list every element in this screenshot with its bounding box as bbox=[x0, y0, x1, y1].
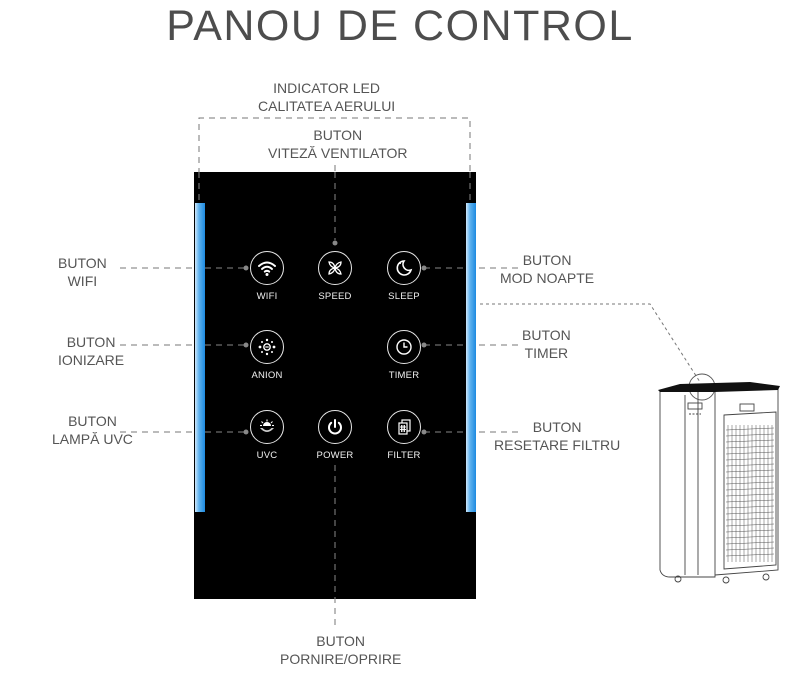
callout-text: VITEZĂ VENTILATOR bbox=[268, 145, 408, 161]
callout-anion: BUTON IONIZARE bbox=[58, 333, 124, 369]
callout-wifi: BUTON WIFI bbox=[58, 254, 107, 290]
wifi-button[interactable]: WIFI bbox=[237, 251, 297, 302]
callout-power: BUTON PORNIRE/OPRIRE bbox=[280, 632, 401, 668]
button-label: WIFI bbox=[256, 291, 278, 302]
page-title: PANOU DE CONTROL bbox=[166, 2, 634, 50]
button-label: SLEEP bbox=[388, 291, 420, 302]
button-label: ANION bbox=[251, 370, 283, 381]
callout-text: LAMPĂ UVC bbox=[52, 431, 133, 447]
callout-text: BUTON bbox=[68, 413, 117, 429]
ion-icon bbox=[258, 338, 276, 356]
air-quality-led-right bbox=[466, 203, 476, 512]
callout-uvc: BUTON LAMPĂ UVC bbox=[52, 412, 133, 448]
callout-text: INDICATOR LED bbox=[273, 80, 381, 96]
callout-text: BUTON bbox=[522, 252, 572, 268]
speed-button[interactable]: SPEED bbox=[305, 251, 365, 302]
callout-text: MOD NOAPTE bbox=[500, 270, 595, 286]
power-icon bbox=[328, 419, 342, 435]
button-label: TIMER bbox=[388, 370, 420, 381]
callout-sleep: BUTON MOD NOAPTE bbox=[500, 251, 594, 287]
callout-timer: BUTON TIMER bbox=[522, 326, 571, 362]
callout-text: RESETARE FILTRU bbox=[494, 437, 621, 453]
filter-reset-button[interactable]: FILTER bbox=[374, 410, 434, 461]
anion-button[interactable]: ANION bbox=[237, 330, 297, 381]
button-label: POWER bbox=[316, 450, 354, 461]
fan-icon bbox=[328, 261, 342, 275]
callout-text: TIMER bbox=[524, 345, 569, 361]
callout-text: BUTON bbox=[58, 255, 107, 271]
callout-led-indicator: INDICATOR LED CALITATEA AERULUI bbox=[258, 79, 395, 115]
power-button[interactable]: POWER bbox=[305, 410, 365, 461]
callout-text: CALITATEA AERULUI bbox=[258, 98, 396, 114]
led-bracket-line bbox=[198, 117, 471, 196]
button-label: FILTER bbox=[387, 450, 421, 461]
callout-text: BUTON bbox=[532, 419, 582, 435]
callout-text: BUTON bbox=[313, 127, 363, 143]
clock-icon bbox=[396, 339, 412, 355]
callout-text: IONIZARE bbox=[58, 352, 125, 368]
uvc-button[interactable]: UVC bbox=[237, 410, 297, 461]
air-purifier-illustration bbox=[658, 373, 780, 584]
wifi-icon bbox=[258, 261, 276, 276]
callout-text: WIFI bbox=[67, 273, 98, 289]
callout-text: PORNIRE/OPRIRE bbox=[280, 651, 402, 667]
control-panel bbox=[194, 172, 476, 599]
zoom-connector-line bbox=[480, 303, 701, 383]
callout-filter: BUTON RESETARE FILTRU bbox=[494, 418, 620, 454]
callout-speed: BUTON VITEZĂ VENTILATOR bbox=[268, 126, 408, 162]
callout-text: BUTON bbox=[522, 327, 571, 343]
callout-text: BUTON bbox=[316, 633, 366, 649]
moon-icon bbox=[396, 260, 413, 276]
sleep-button[interactable]: SLEEP bbox=[374, 251, 434, 302]
uv-lamp-icon bbox=[260, 419, 274, 432]
callout-text: BUTON bbox=[66, 334, 116, 350]
timer-button[interactable]: TIMER bbox=[374, 330, 434, 381]
button-label: SPEED bbox=[318, 291, 352, 302]
button-label: UVC bbox=[256, 450, 278, 461]
air-quality-led-left bbox=[195, 203, 205, 512]
filter-icon bbox=[398, 419, 411, 435]
